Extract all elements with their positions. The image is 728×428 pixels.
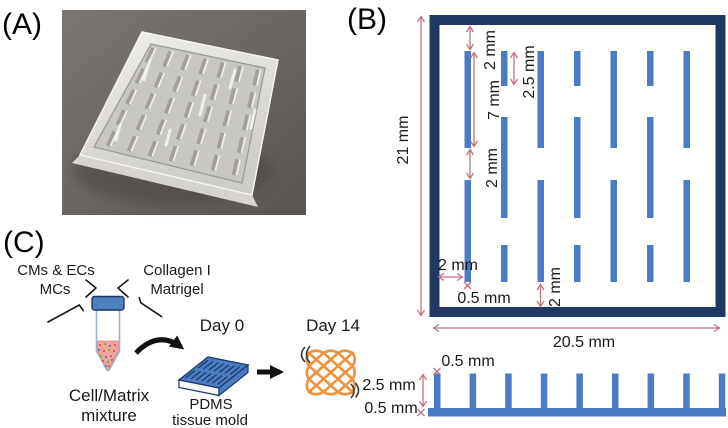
mold-post bbox=[501, 245, 508, 282]
mold-caption-2: tissue mold bbox=[172, 412, 248, 428]
dim-width: 20.5 mm bbox=[553, 334, 615, 351]
photo-groove bbox=[230, 69, 261, 180]
mold-post bbox=[505, 373, 512, 408]
mold-slot-line bbox=[224, 365, 235, 374]
photo-groove bbox=[167, 58, 208, 166]
mold-post bbox=[574, 117, 581, 218]
photo-groove bbox=[188, 61, 226, 171]
tube-caption-1: Cell/Matrix bbox=[69, 386, 150, 405]
grouping-brackets bbox=[47, 279, 163, 323]
dim-height: 21 mm bbox=[395, 116, 412, 165]
mold-post bbox=[647, 373, 655, 408]
cells-label-2: MCs bbox=[40, 281, 71, 298]
mold-slot-line bbox=[208, 362, 219, 371]
mold-slot-line bbox=[219, 364, 230, 373]
matrix-label-2: Matrigel bbox=[150, 281, 203, 298]
comb-base bbox=[428, 408, 726, 417]
dim-post-width: 0.5 mm bbox=[457, 290, 510, 307]
photo-groove-highlight bbox=[150, 54, 192, 161]
mold-slot-line bbox=[217, 376, 228, 385]
mold-post bbox=[574, 51, 581, 86]
day14-label: Day 14 bbox=[306, 316, 360, 335]
mold-post bbox=[612, 373, 619, 408]
dimension-labels: 21 mm 2 mm 7 mm 2.5 mm 2 mm 2 mm 0.5 mm … bbox=[395, 30, 615, 351]
mold-post bbox=[469, 373, 477, 408]
panel-b-label: (B) bbox=[347, 3, 387, 36]
side-tooth-height: 2.5 mm bbox=[362, 377, 415, 394]
mold-side-view: 0.5 mm 2.5 mm 0.5 mm bbox=[362, 353, 726, 417]
mold-photo bbox=[62, 10, 306, 215]
mold-slot-line bbox=[201, 373, 212, 382]
mold-slot-line bbox=[229, 366, 241, 375]
mold-post bbox=[647, 117, 654, 218]
mold-post bbox=[610, 51, 617, 148]
mold-post bbox=[683, 373, 690, 408]
cells-label-1: CMs & ECs bbox=[17, 262, 95, 279]
mold-post bbox=[501, 51, 508, 86]
mold-post bbox=[434, 373, 441, 408]
dim-post-short: 2.5 mm bbox=[521, 45, 538, 98]
day0-label: Day 0 bbox=[200, 316, 244, 335]
pdms-mold-icon bbox=[177, 356, 250, 397]
mold-post bbox=[464, 51, 471, 148]
mold-post bbox=[647, 51, 654, 86]
mold-post bbox=[718, 373, 726, 408]
panel-c-label: (C) bbox=[3, 226, 45, 259]
dim-bottom-gap: 2 mm bbox=[547, 267, 564, 307]
mold-slot-line bbox=[211, 375, 223, 384]
mold-post bbox=[683, 180, 690, 282]
tube-cap bbox=[91, 295, 125, 311]
mold-slot-line bbox=[185, 369, 196, 379]
mold-slot-line bbox=[206, 374, 217, 383]
photo-groove-highlight bbox=[213, 65, 244, 175]
photo-groove-highlight bbox=[171, 58, 209, 165]
mold-posts bbox=[464, 51, 690, 282]
photo-groove bbox=[125, 50, 173, 156]
photo-groove bbox=[104, 47, 156, 151]
dim-top-gap: 2 mm bbox=[482, 30, 499, 70]
mold-slot-line bbox=[203, 360, 214, 370]
side-base-height: 0.5 mm bbox=[364, 400, 417, 417]
dim-left-gap: 2 mm bbox=[438, 257, 478, 274]
dimension-arrows bbox=[416, 15, 721, 333]
mold-post bbox=[683, 51, 690, 148]
mold-post bbox=[574, 245, 581, 282]
mold-post bbox=[576, 373, 583, 408]
mold-post bbox=[464, 180, 471, 282]
side-view-arrows bbox=[417, 367, 441, 417]
curved-arrow bbox=[134, 335, 185, 355]
mold-slot-line bbox=[190, 370, 201, 380]
mold-post bbox=[501, 117, 508, 218]
mold-post bbox=[537, 51, 544, 148]
mold-caption-1: PDMS bbox=[189, 396, 232, 413]
mold-slot-line bbox=[197, 359, 209, 369]
mold-post bbox=[647, 245, 654, 282]
comb-teeth bbox=[434, 373, 726, 408]
tube-icon bbox=[91, 295, 125, 372]
mold-slot-line bbox=[213, 363, 225, 372]
mold-slot-line bbox=[195, 371, 207, 381]
tube-caption-2: mixture bbox=[81, 406, 137, 425]
photo-glints bbox=[114, 58, 257, 147]
tissue-mesh-icon bbox=[305, 349, 357, 396]
panel-a-label: (A) bbox=[2, 8, 42, 41]
photo-groove-highlight bbox=[128, 51, 175, 156]
photo-groove bbox=[146, 54, 191, 161]
mold-post bbox=[537, 180, 544, 282]
matrix-label-1: Collagen I bbox=[143, 262, 211, 279]
photo-groove-highlight bbox=[234, 69, 262, 180]
photo-groove bbox=[209, 65, 243, 176]
tube-speckles bbox=[97, 342, 117, 367]
dim-post-long: 7 mm bbox=[486, 80, 503, 120]
side-tooth-width: 0.5 mm bbox=[441, 353, 494, 370]
ingredient-labels: CMs & ECs MCs Collagen I Matrigel bbox=[17, 262, 211, 298]
photo-groove-highlight bbox=[192, 62, 227, 170]
mold-post bbox=[610, 180, 617, 282]
vibration-marks bbox=[300, 345, 360, 399]
mold-post bbox=[540, 373, 548, 408]
dim-mid-gap: 2 mm bbox=[484, 148, 501, 188]
